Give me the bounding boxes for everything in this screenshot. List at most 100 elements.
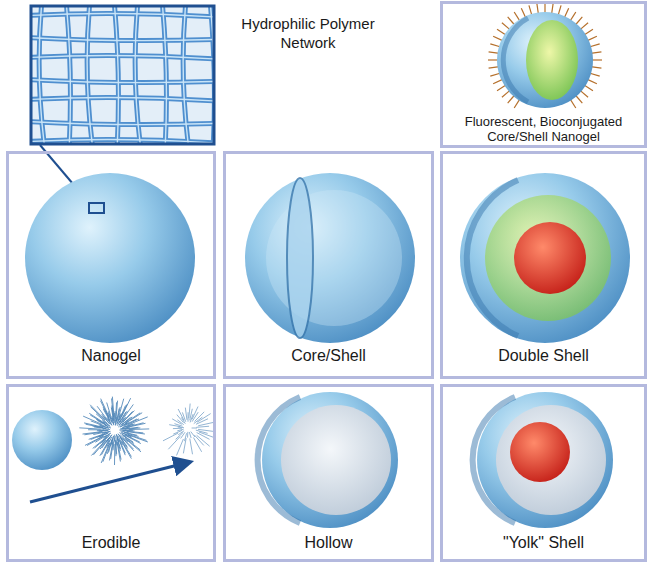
eroding-sphere (79, 397, 149, 465)
zoom-box (89, 203, 104, 213)
polymer-fragment (91, 407, 106, 421)
polymer-fragment (129, 428, 150, 430)
panel-caption: Double Shell (498, 346, 589, 365)
erosion-arrow (30, 462, 190, 502)
polymer-fragment (196, 419, 208, 425)
shell-sphere (262, 392, 398, 528)
figure-panel: Nanogel (6, 151, 216, 379)
polymer-fragment (122, 435, 133, 442)
polymer-fragment (128, 417, 148, 425)
inset-frame (31, 6, 214, 144)
polymer-fragment (122, 430, 133, 431)
polymer-fragment (108, 439, 112, 452)
polymer-fragment (188, 412, 189, 421)
polymer-fragment (192, 428, 197, 429)
shell-cut (473, 397, 515, 523)
polymer-fragment (187, 432, 188, 438)
polymer-fragment (100, 401, 109, 419)
polymer-fragment (86, 424, 104, 427)
strand-highlight (32, 55, 213, 60)
polymer-fragment (104, 431, 111, 433)
polymer-fragment (190, 414, 193, 422)
polymer-fragment (79, 428, 100, 429)
polymer-fragment (194, 435, 203, 445)
hollow-cavity (281, 405, 391, 515)
figure-panel: Erodible (6, 384, 216, 562)
polymer-fragment (114, 444, 115, 465)
polymer-fragment (91, 434, 106, 440)
polymer-fragment (189, 432, 191, 438)
polymer-fragment (114, 413, 115, 423)
polymer-fragment (108, 419, 112, 426)
strand-highlight (32, 97, 213, 102)
polymer-fragment (194, 417, 203, 424)
strand-highlight (32, 13, 213, 18)
panel-caption: Core/Shell (291, 346, 366, 365)
figure-panel: Double Shell (440, 151, 647, 379)
polymer-fragment (183, 438, 186, 453)
polymer-fragment (122, 438, 133, 449)
polymer-fragment (196, 426, 209, 427)
polymer-fragment (177, 429, 183, 431)
polymer-fragment (117, 438, 120, 449)
degraded-network (163, 404, 215, 456)
bioconjugate-spikes (488, 3, 602, 108)
figure-panel: Fluorescent, Bioconjugated Core/Shell Na… (440, 1, 647, 148)
polymer-fragment (163, 433, 178, 441)
middle-shell (485, 195, 611, 321)
shell-sphere (477, 392, 613, 528)
polymer-fragment (192, 412, 198, 422)
polymer-strand (32, 97, 213, 102)
strand-highlight (87, 7, 93, 143)
polymer-fragment (115, 402, 117, 419)
polymer-fragment (102, 437, 110, 448)
panel-caption: Erodible (82, 533, 141, 552)
figure-panel: Core/Shell (223, 151, 434, 379)
polymer-strand (32, 139, 213, 143)
polymer-fragment (185, 408, 187, 420)
polymer-fragment (105, 433, 111, 438)
polymer-fragment (84, 432, 102, 435)
polymer-fragment (168, 437, 180, 450)
yolk-core (510, 422, 570, 482)
outer-shell (460, 173, 630, 343)
figure-panel: Hollow (223, 384, 434, 562)
polymer-fragment (112, 398, 114, 417)
strand-highlight (183, 7, 189, 143)
polymer-strand (32, 13, 213, 18)
shell-cut (467, 180, 518, 336)
polymer-strand (32, 55, 213, 60)
polymer-fragment (181, 417, 185, 423)
shell-sphere (497, 12, 593, 108)
strand-highlight (32, 37, 213, 41)
panel-caption: Nanogel (81, 346, 141, 365)
polymer-fragment (117, 415, 120, 424)
nanogel-sphere (25, 173, 195, 343)
cut-face (287, 178, 313, 338)
polymer-fragment (178, 431, 184, 435)
panel-caption: Fluorescent, Bioconjugated Core/Shell Na… (446, 114, 641, 144)
polymer-fragment (189, 404, 190, 419)
polymer-fragment (120, 437, 127, 447)
core (514, 222, 586, 294)
figure-panel: "Yolk" Shell (440, 384, 647, 562)
polymer-fragment (198, 422, 213, 425)
polymer-fragment (88, 429, 104, 430)
intact-sphere (12, 410, 72, 470)
strand-highlight (32, 121, 213, 125)
strand-highlight (114, 7, 118, 143)
polymer-fragment (197, 433, 210, 440)
fluorescent-core (526, 20, 578, 100)
polymer-fragment (196, 430, 208, 433)
polymer-fragment (191, 432, 195, 437)
polymer-fragment (194, 412, 204, 422)
polymer-fragment (120, 427, 128, 429)
strand-highlight (135, 7, 141, 143)
shell-cut (258, 397, 300, 523)
polymer-fragment (116, 440, 117, 455)
polymer-fragment (95, 437, 107, 448)
polymer-fragment (178, 427, 184, 429)
polymer-fragment (177, 439, 184, 455)
